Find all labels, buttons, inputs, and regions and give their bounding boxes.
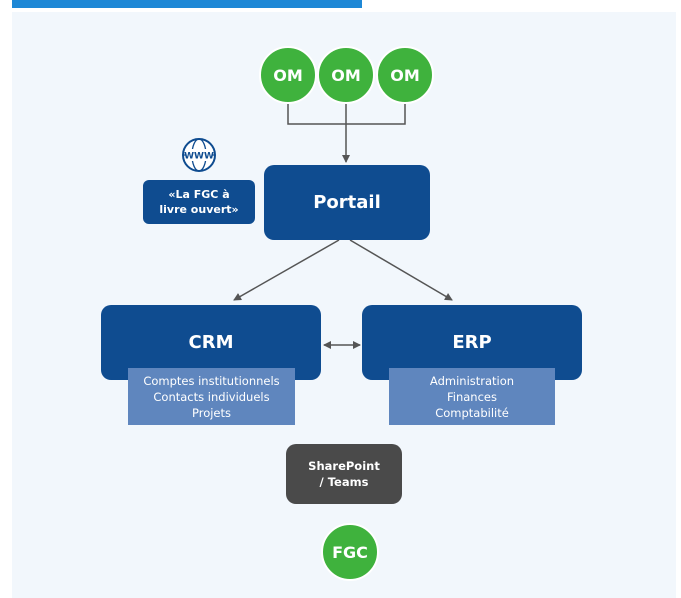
crm-details: Comptes institutionnels Contacts individ…	[128, 368, 295, 425]
crm-item-3: Projets	[191, 406, 231, 420]
om-node-1: OM	[259, 46, 317, 104]
diagram-canvas: OM OM OM WWW «La FGC à livre ouvert» Por…	[12, 12, 676, 598]
sharepoint-teams-node: SharePoint / Teams	[286, 444, 402, 504]
sharepoint-line-2: / Teams	[319, 475, 369, 489]
crm-item-1: Comptes institutionnels	[143, 374, 280, 388]
erp-details: Administration Finances Comptabilité	[389, 368, 555, 425]
portail-to-crm-arrow	[233, 239, 340, 301]
portail-to-erp-arrow	[349, 239, 453, 301]
sharepoint-line-1: SharePoint	[308, 459, 380, 473]
globe-icon: WWW	[182, 138, 216, 172]
portail-node: Portail	[264, 165, 430, 240]
crm-item-2: Contacts individuels	[153, 390, 270, 404]
fgc-node: FGC	[321, 523, 379, 581]
globe-label: WWW	[184, 152, 214, 162]
erp-item-3: Comptabilité	[435, 406, 509, 420]
om-node-3: OM	[376, 46, 434, 104]
header-bar	[12, 0, 362, 8]
om-node-2: OM	[317, 46, 375, 104]
crm-node: CRM	[101, 305, 321, 380]
erp-item-1: Administration	[429, 374, 515, 388]
erp-node: ERP	[362, 305, 582, 380]
erp-item-2: Finances	[447, 390, 497, 404]
web-box-line-1: «La FGC à	[168, 188, 230, 201]
diagram-connectors	[233, 102, 453, 349]
web-box-line-2: livre ouvert»	[159, 203, 239, 216]
la-fgc-a-livre-ouvert-box: «La FGC à livre ouvert»	[143, 180, 255, 224]
